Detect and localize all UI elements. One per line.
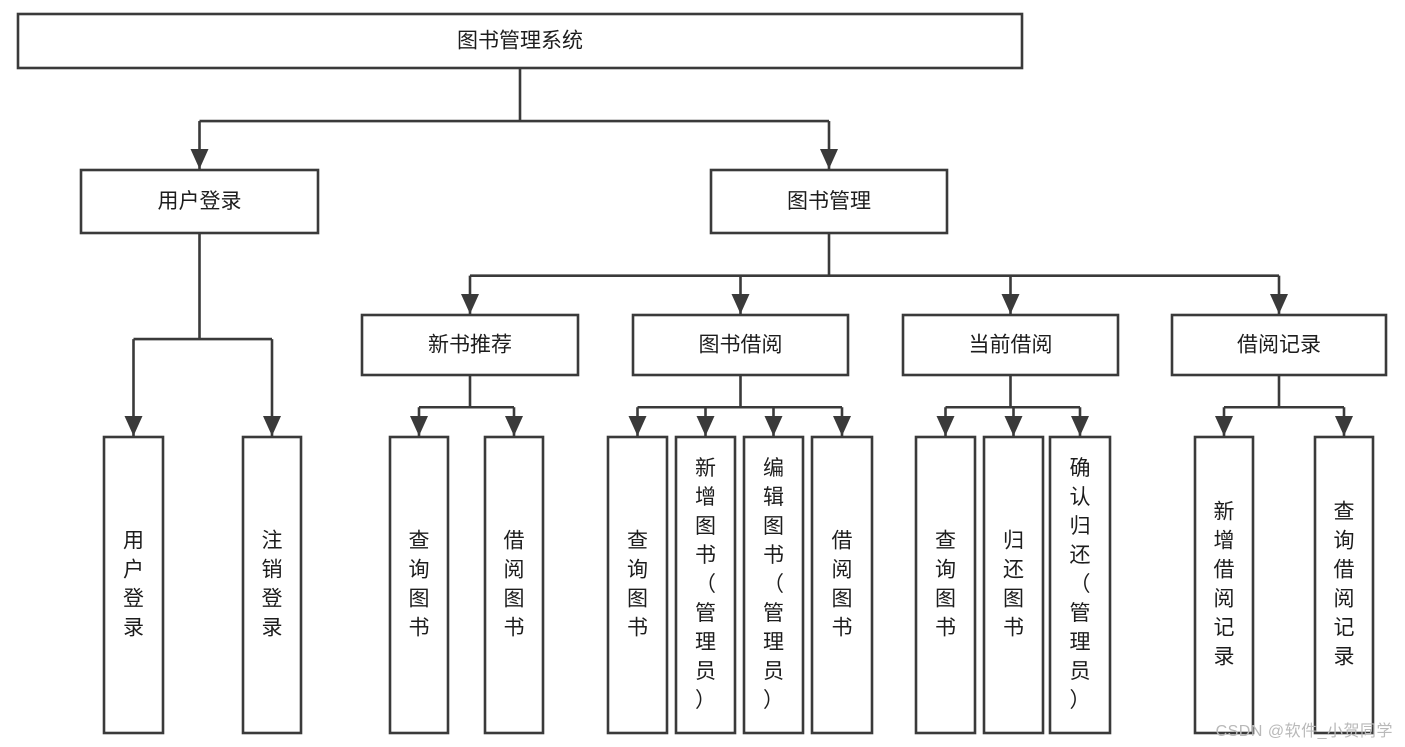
node-label-leaf-confirm-return-admin: 确认归还（管理员） [1070, 457, 1091, 712]
node-box-borrow-record [1170, 313, 1388, 377]
arrow-head-icon [731, 294, 750, 314]
node-leaf-query-book-current[interactable]: 查询图书 [914, 435, 977, 735]
arrow-head-icon [190, 149, 209, 169]
arrow-head-icon [1270, 294, 1288, 314]
node-label-book-management: 图书管理 [787, 190, 871, 213]
arrow-head-icon [764, 416, 783, 436]
node-box-leaf-query-book-current [914, 435, 977, 735]
node-box-leaf-borrow-book [810, 435, 874, 735]
node-label-leaf-query-book-borrow: 查询图书 [627, 529, 648, 639]
node-label-leaf-edit-book-admin: 编辑图书（管理员） [763, 457, 784, 712]
node-leaf-borrow-book[interactable]: 借阅图书 [810, 435, 874, 735]
node-leaf-confirm-return-admin[interactable]: 确认归还（管理员） [1048, 435, 1112, 735]
arrow-head-icon [410, 416, 428, 436]
node-leaf-user-login[interactable]: 用户登录 [102, 435, 165, 735]
node-leaf-query-book-borrow[interactable]: 查询图书 [606, 435, 669, 735]
node-label-new-book-recommend: 新书推荐 [428, 334, 512, 357]
node-label-leaf-return-book: 归还图书 [1003, 529, 1024, 639]
node-box-leaf-add-borrow-record [1193, 435, 1255, 735]
node-label-leaf-logout-login: 注销登录 [262, 529, 283, 639]
node-label-leaf-add-borrow-record: 新增借阅记录 [1214, 500, 1235, 668]
node-label-leaf-user-login: 用户登录 [123, 529, 144, 639]
arrow-head-icon [505, 416, 523, 436]
arrow-head-icon [628, 416, 647, 436]
arrow-head-icon [461, 294, 479, 314]
arrow-head-icon [833, 416, 851, 436]
node-label-user-login: 用户登录 [158, 190, 242, 213]
node-label-current-borrow: 当前借阅 [969, 334, 1053, 357]
node-leaf-edit-book-admin[interactable]: 编辑图书（管理员） [742, 435, 805, 735]
node-box-new-book-recommend [360, 313, 580, 377]
node-new-book-recommend[interactable]: 新书推荐 [360, 313, 580, 377]
node-box-book-borrow [631, 313, 850, 377]
node-box-root [16, 12, 1024, 70]
node-label-leaf-add-book-admin: 新增图书（管理员） [695, 457, 716, 712]
node-box-leaf-return-book [982, 435, 1045, 735]
arrow-head-icon [124, 416, 143, 436]
arrow-head-icon [1335, 416, 1353, 436]
node-leaf-add-book-admin[interactable]: 新增图书（管理员） [674, 435, 737, 735]
arrow-head-icon [1004, 416, 1023, 436]
arrow-head-icon [696, 416, 715, 436]
arrow-head-icon [1215, 416, 1233, 436]
node-box-leaf-confirm-return-admin [1048, 435, 1112, 735]
node-leaf-query-book-recommend[interactable]: 查询图书 [388, 435, 450, 735]
node-leaf-return-book[interactable]: 归还图书 [982, 435, 1045, 735]
node-label-leaf-borrow-book-recommend: 借阅图书 [504, 529, 525, 639]
node-box-leaf-query-book-recommend [388, 435, 450, 735]
arrow-head-icon [936, 416, 955, 436]
node-box-leaf-query-book-borrow [606, 435, 669, 735]
arrow-head-icon [263, 416, 281, 436]
node-label-leaf-borrow-book: 借阅图书 [832, 529, 853, 639]
node-label-leaf-query-borrow-record: 查询借阅记录 [1334, 500, 1355, 668]
arrow-head-icon [1001, 294, 1020, 314]
node-box-leaf-logout-login [241, 435, 303, 735]
node-user-login[interactable]: 用户登录 [79, 168, 320, 235]
node-box-leaf-edit-book-admin [742, 435, 805, 735]
node-box-leaf-borrow-book-recommend [483, 435, 545, 735]
node-box-leaf-add-book-admin [674, 435, 737, 735]
node-borrow-record[interactable]: 借阅记录 [1170, 313, 1388, 377]
node-leaf-add-borrow-record[interactable]: 新增借阅记录 [1193, 435, 1255, 735]
node-label-borrow-record: 借阅记录 [1237, 334, 1321, 357]
connectors-layer [124, 68, 1353, 436]
arrow-head-icon [1071, 416, 1089, 436]
node-box-current-borrow [901, 313, 1120, 377]
arrow-head-icon [820, 149, 838, 169]
nodes-layer: 图书管理系统用户登录图书管理新书推荐图书借阅当前借阅借阅记录用户登录注销登录查询… [16, 12, 1388, 735]
node-leaf-borrow-book-recommend[interactable]: 借阅图书 [483, 435, 545, 735]
node-box-book-management [709, 168, 949, 235]
node-book-management[interactable]: 图书管理 [709, 168, 949, 235]
node-box-user-login [79, 168, 320, 235]
node-root[interactable]: 图书管理系统 [16, 12, 1024, 70]
node-label-book-borrow: 图书借阅 [699, 334, 783, 357]
node-leaf-logout-login[interactable]: 注销登录 [241, 435, 303, 735]
node-book-borrow[interactable]: 图书借阅 [631, 313, 850, 377]
node-label-root: 图书管理系统 [457, 30, 583, 53]
node-label-leaf-query-book-recommend: 查询图书 [409, 529, 430, 639]
node-box-leaf-user-login [102, 435, 165, 735]
node-label-leaf-query-book-current: 查询图书 [935, 529, 956, 639]
node-leaf-query-borrow-record[interactable]: 查询借阅记录 [1313, 435, 1375, 735]
node-current-borrow[interactable]: 当前借阅 [901, 313, 1120, 377]
node-box-leaf-query-borrow-record [1313, 435, 1375, 735]
